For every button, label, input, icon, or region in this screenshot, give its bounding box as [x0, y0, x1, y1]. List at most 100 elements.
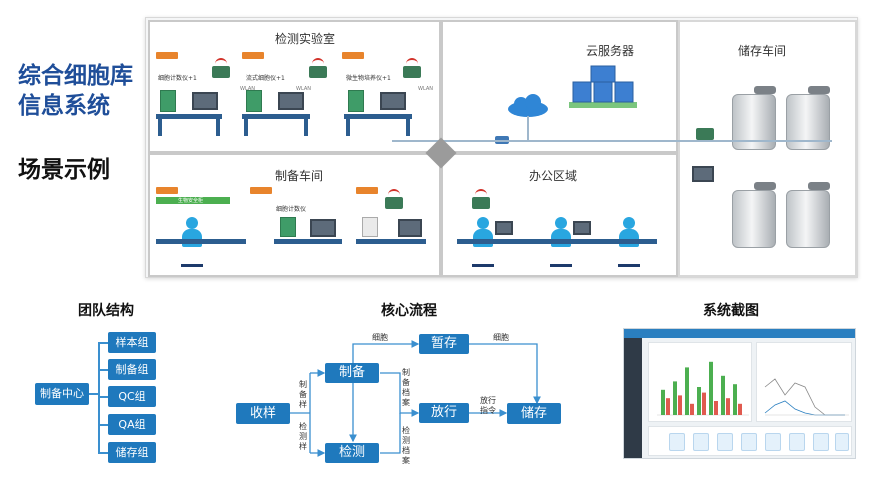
thumbnail-card [741, 433, 757, 451]
cloud-zone-title: 云服务器 [586, 44, 635, 58]
monitor-icon [380, 92, 406, 110]
prep-zone: 制备车间 生物安全柜 细胞计数仪 [148, 153, 441, 277]
wlan-label: WLAN [418, 86, 434, 92]
wifi-icon [215, 58, 227, 64]
lab-zone: 检测实验室 细胞计数仪+1 流式细胞仪+1 微生物培养仪+1 WLAN WLAN… [148, 20, 441, 153]
monitor-icon [398, 219, 422, 237]
desk-leg [406, 118, 410, 136]
chair-icon [550, 253, 572, 267]
chair-icon [181, 253, 203, 267]
prep-device-label: 细胞计数仪 [276, 206, 307, 213]
thumbnail-line-chart-panel [756, 342, 852, 422]
instrument-icon [280, 217, 296, 237]
biosafety-cabinet-banner [156, 197, 230, 204]
team-group-box: 样本组 [108, 332, 156, 353]
desk-icon [242, 114, 310, 119]
thumbnail-bar-red [726, 398, 730, 415]
thumbnail-card [765, 433, 781, 451]
flow-node-test: 检测 [325, 443, 379, 463]
flow-label-test-sample: 检测样 [299, 422, 307, 451]
flow-label-cell: 细胞 [493, 333, 509, 342]
instrument-icon [160, 90, 176, 112]
lab-zone-title: 检测实验室 [275, 32, 336, 46]
desk-icon [457, 239, 657, 244]
tree-connector [98, 396, 108, 398]
tree-connector [98, 369, 108, 371]
team-root-box: 制备中心 [35, 383, 89, 405]
thumbnail-bar-red [690, 403, 694, 415]
thumbnail-bar-green [721, 375, 725, 415]
thumbnail-card [693, 433, 709, 451]
server-cluster-icon [569, 65, 637, 108]
tree-connector [98, 452, 108, 454]
office-zone: 办公区域 [441, 153, 678, 277]
flow-node-prepare: 制备 [325, 363, 379, 383]
flow-label-release-order: 放行 [480, 396, 496, 405]
instrument-icon [348, 90, 364, 112]
network-line [392, 140, 832, 142]
thumbnail-bar-red [702, 392, 706, 415]
thumbnail-bar-green [661, 389, 665, 415]
prep-tag-icon [356, 187, 378, 194]
lab-device-label: 微生物培养仪+1 [346, 75, 391, 82]
thumbnail-header-bar [624, 329, 855, 338]
screenshot-header: 系统截图 [703, 303, 759, 319]
lab-tag-icon [342, 52, 364, 59]
tank-lid [754, 86, 776, 94]
tank-lid [754, 182, 776, 190]
desk-leg [216, 118, 220, 136]
monitor-icon [573, 221, 591, 235]
thumbnail-bar-green [673, 381, 677, 415]
desk-icon [344, 114, 412, 119]
thumbnail-bar-red [714, 401, 718, 415]
router-icon [212, 66, 230, 78]
liquid-nitrogen-tank-icon [786, 190, 830, 248]
lab-tag-icon [156, 52, 178, 59]
wlan-label: WLAN [240, 86, 256, 92]
thumbnail-card [717, 433, 733, 451]
wlan-label: WLAN [296, 86, 312, 92]
thumbnail-sidebar [624, 338, 642, 458]
thumbnail-card [789, 433, 805, 451]
team-group-box: 制备组 [108, 359, 156, 380]
instrument-icon [246, 90, 262, 112]
desk-leg [158, 118, 162, 136]
desk-icon [274, 239, 342, 244]
tank-lid [808, 86, 830, 94]
thumbnail-bar-red [666, 398, 670, 415]
thumbnail-card [669, 433, 685, 451]
monitor-icon [192, 92, 218, 110]
scene-illustration: 检测实验室 细胞计数仪+1 流式细胞仪+1 微生物培养仪+1 WLAN WLAN… [145, 17, 858, 278]
chair-icon [618, 253, 640, 267]
monitor-icon [495, 221, 513, 235]
monitor-icon [310, 219, 336, 237]
cloud-icon [508, 94, 548, 117]
thumbnail-card-row [648, 426, 852, 456]
wifi-icon [406, 58, 418, 64]
system-title-line2: 信息系统 [18, 93, 110, 119]
thumbnail-bar-chart [657, 361, 749, 416]
flow-arrows [290, 340, 541, 457]
flow-label-cell: 细胞 [372, 333, 388, 342]
system-title-line1: 综合细胞库 [18, 63, 133, 89]
desk-icon [156, 239, 246, 244]
prep-zone-title: 制备车间 [275, 169, 324, 183]
tree-connector [98, 342, 108, 344]
router-icon [309, 66, 327, 78]
lab-device-label: 流式细胞仪+1 [246, 75, 285, 82]
thumbnail-bar-red [678, 395, 682, 415]
flow-node-collect: 收样 [236, 403, 290, 424]
thumbnail-bar-red [738, 403, 742, 415]
flow-node-release: 放行 [419, 403, 469, 423]
flow-node-hold: 暂存 [419, 334, 469, 354]
monitor-icon [692, 166, 714, 182]
thumbnail-card [813, 433, 829, 451]
desk-leg [346, 118, 350, 136]
core-flow-header: 核心流程 [381, 303, 437, 319]
prep-tag-icon [250, 187, 272, 194]
wifi-icon [312, 58, 324, 64]
microscope-icon [362, 217, 378, 237]
liquid-nitrogen-tank-icon [732, 190, 776, 248]
flow-node-store: 储存 [507, 403, 561, 424]
lab-device-label: 细胞计数仪+1 [158, 75, 197, 82]
